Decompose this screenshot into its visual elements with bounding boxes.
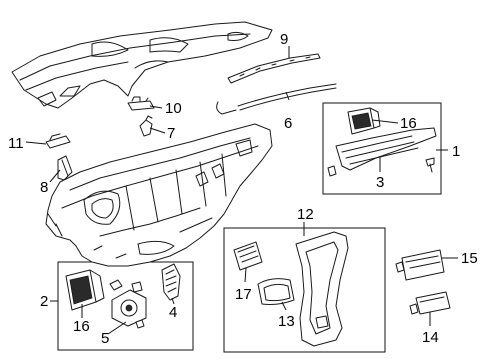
callout-17: 17 xyxy=(235,286,252,303)
callout-16-lower: 16 xyxy=(73,318,90,335)
instrument-panel-pad xyxy=(11,21,273,109)
callout-2: 2 xyxy=(40,293,48,310)
part-3-trim-panel xyxy=(335,127,437,171)
part-17-vent xyxy=(233,241,263,271)
part-14-bracket xyxy=(409,291,451,315)
part-15-panel xyxy=(395,249,445,281)
part-8-bracket xyxy=(57,155,73,181)
part-4-bezel xyxy=(161,263,181,301)
callout-6: 6 xyxy=(284,115,292,132)
part-9-trim-strip xyxy=(227,53,321,84)
part-16-lower-vent xyxy=(65,269,105,311)
callout-10: 10 xyxy=(165,100,182,117)
callout-labels: 1 2 3 4 5 6 7 8 9 10 11 12 13 14 15 16 1… xyxy=(8,31,478,347)
callout-7: 7 xyxy=(167,125,175,142)
detail-box-part-1 xyxy=(322,102,442,195)
part-10-bracket xyxy=(127,96,155,111)
part-1-clips xyxy=(327,157,435,177)
part-11-bracket xyxy=(45,133,71,149)
callout-15: 15 xyxy=(461,250,478,267)
callout-4: 4 xyxy=(169,304,177,321)
part-13-bezel xyxy=(257,278,295,305)
callout-1: 1 xyxy=(452,143,460,160)
instrument-panel-frame xyxy=(45,123,273,267)
callout-16-upper: 16 xyxy=(400,115,417,132)
callout-14: 14 xyxy=(422,329,439,346)
callout-11: 11 xyxy=(8,135,24,152)
callout-9: 9 xyxy=(280,31,288,48)
leader-lines xyxy=(25,46,458,335)
callout-12: 12 xyxy=(297,206,314,223)
part-5-vent-assembly xyxy=(109,279,147,329)
callout-3: 3 xyxy=(376,174,384,191)
console-trim-panel xyxy=(295,231,349,347)
callout-13: 13 xyxy=(278,313,295,330)
callout-5: 5 xyxy=(101,330,109,347)
callout-8: 8 xyxy=(40,179,48,196)
part-6-molding xyxy=(216,83,337,115)
part-7-clip xyxy=(139,115,153,137)
part-16-upper-vent xyxy=(347,107,381,135)
